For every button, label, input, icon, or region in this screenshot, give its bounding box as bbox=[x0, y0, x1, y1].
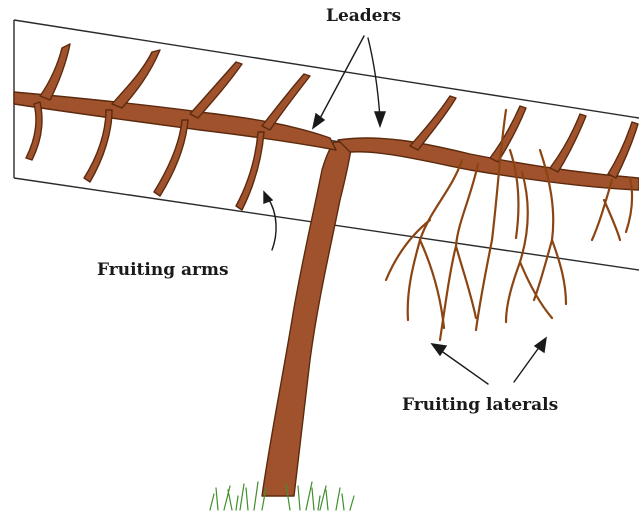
fruiting-arm bbox=[154, 120, 188, 196]
fruiting-arm bbox=[608, 122, 638, 178]
leader-right bbox=[338, 138, 639, 190]
fruiting-laterals-arrow-left bbox=[440, 350, 488, 384]
fruiting-arms-label: Fruiting arms bbox=[97, 262, 229, 279]
trunk bbox=[262, 142, 352, 496]
fruiting-laterals-label: Fruiting laterals bbox=[402, 397, 558, 414]
leaders-label: Leaders bbox=[326, 8, 401, 25]
fruiting-arm bbox=[550, 114, 586, 172]
fruiting-arms-arrow bbox=[268, 198, 276, 250]
fruiting-arm bbox=[40, 44, 70, 100]
leaders-arrowhead-left bbox=[313, 114, 324, 128]
fruiting-arm bbox=[490, 106, 526, 162]
fruiting-arms-arrowhead bbox=[264, 192, 272, 203]
lateral-cane bbox=[476, 110, 518, 330]
fruiting-arm bbox=[26, 102, 42, 160]
fruiting-arm bbox=[112, 50, 160, 108]
fruiting-arm bbox=[262, 74, 310, 130]
leaders-arrowhead-right bbox=[375, 112, 385, 126]
fruiting-arm bbox=[190, 62, 242, 118]
fruiting-arm bbox=[410, 96, 456, 150]
fruiting-arm bbox=[84, 110, 112, 182]
lateral-cane bbox=[386, 160, 462, 328]
fruiting-laterals-arrow-right bbox=[514, 346, 540, 382]
leaders-arrow-right bbox=[368, 38, 380, 118]
leaders-arrow-left bbox=[318, 36, 364, 122]
fruiting-arm bbox=[236, 132, 264, 210]
lateral-cane bbox=[506, 172, 552, 322]
